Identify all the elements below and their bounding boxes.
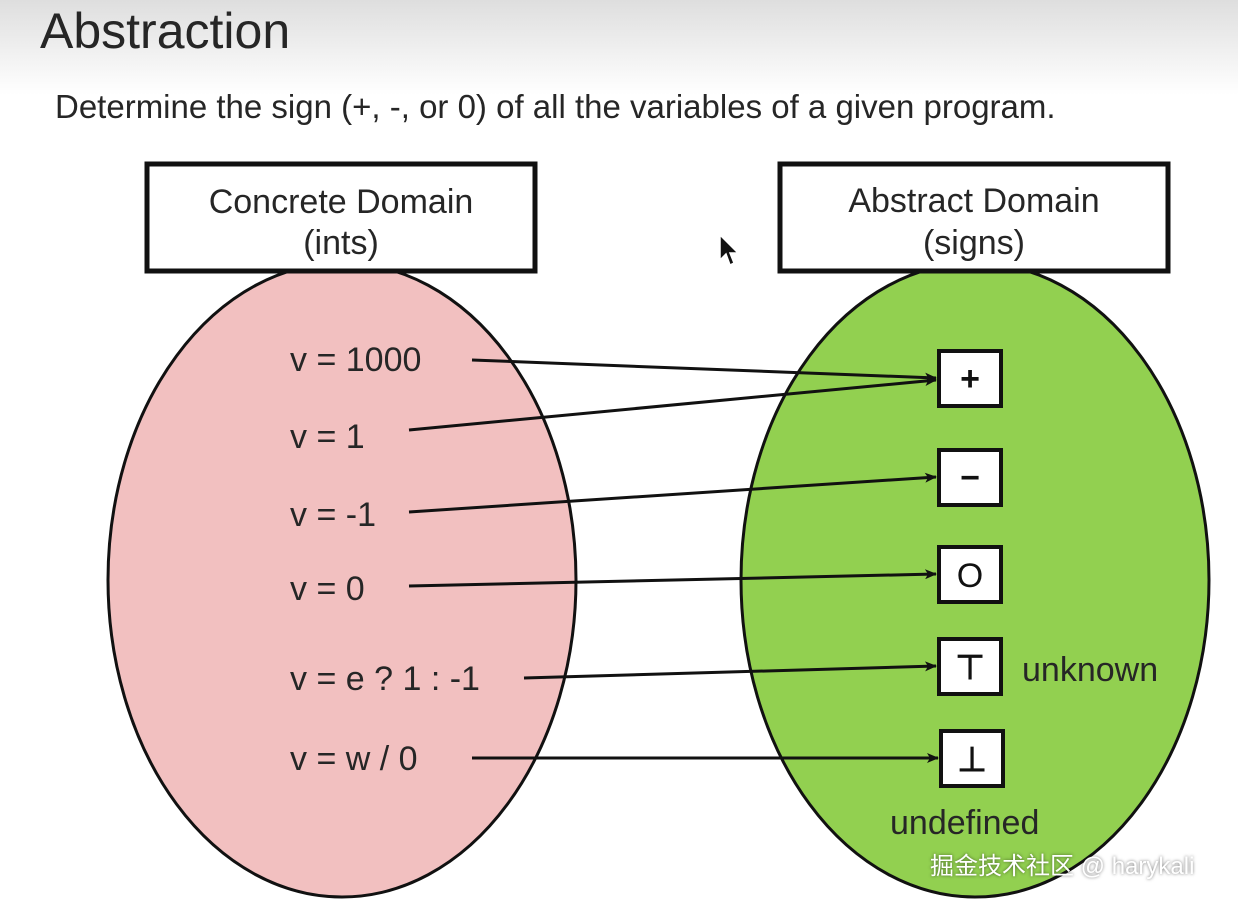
- abstract-domain-header: Abstract Domain (signs): [777, 161, 1171, 274]
- sign-box: [937, 349, 1003, 408]
- watermark: 掘金技术社区 @ harykali: [930, 853, 1195, 880]
- concrete-domain-subtitle: (ints): [303, 224, 379, 262]
- assignment-label: v = -1: [290, 496, 376, 534]
- slide-title: Abstraction: [40, 3, 291, 59]
- title-band: [0, 0, 1238, 95]
- sign-symbol: ⊤: [955, 649, 985, 687]
- mapping-arrow: [408, 472, 937, 514]
- sign-box-minus: −: [937, 448, 1003, 507]
- sign-box: [937, 448, 1003, 507]
- sign-box-bottom: ⊥: [939, 729, 1005, 788]
- slide-subtitle: Determine the sign (+, -, or 0) of all t…: [55, 88, 1056, 125]
- assignment-label: v = 1: [290, 418, 365, 456]
- concrete-domain-header: Concrete Domain (ints): [144, 161, 538, 274]
- sign-box-plus: +: [937, 349, 1003, 408]
- sign-symbol: O: [957, 557, 983, 595]
- mapping-arrow: [471, 358, 937, 383]
- mouse-cursor-icon: [719, 234, 740, 267]
- assignment-label: v = 0: [290, 570, 365, 608]
- abstract-domain-subtitle: (signs): [923, 224, 1025, 262]
- sign-label-undefined: undefined: [890, 804, 1039, 842]
- sign-box-zero: O: [937, 545, 1003, 604]
- mapping-arrow: [408, 376, 937, 432]
- abstract-domain-title: Abstract Domain: [848, 182, 1099, 220]
- assignment-label: v = w / 0: [290, 740, 418, 778]
- sign-box: [937, 637, 1003, 696]
- sign-box: [937, 545, 1003, 604]
- abstract-domain-header-box: [777, 161, 1171, 274]
- concrete-domain-title: Concrete Domain: [209, 183, 474, 221]
- mapping-arrow: [408, 569, 937, 588]
- sign-box: [939, 729, 1005, 788]
- mapping-arrows: [408, 358, 939, 763]
- sign-label-unknown: unknown: [1022, 651, 1158, 689]
- assignment-label: v = 1000: [290, 341, 421, 379]
- sign-box-top: ⊤: [937, 637, 1003, 696]
- mapping-arrow: [523, 661, 937, 680]
- sign-symbol: +: [960, 360, 980, 398]
- assignment-label: v = e ? 1 : -1: [290, 660, 480, 698]
- sign-symbol: ⊥: [957, 741, 987, 779]
- sign-symbol: −: [960, 459, 980, 497]
- concrete-domain-header-box: [144, 161, 538, 274]
